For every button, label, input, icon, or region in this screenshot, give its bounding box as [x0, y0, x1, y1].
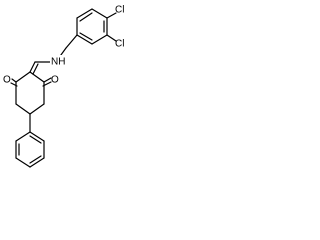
- carbonyl-right: [42, 81, 52, 87]
- phenyl-ring: [15, 131, 45, 168]
- cl-bottom-label: Cl: [115, 39, 124, 50]
- bond: [15, 103, 31, 115]
- o-right-label: O: [51, 75, 59, 86]
- bond: [29, 131, 45, 142]
- bond: [91, 8, 108, 19]
- exocyclic-double-bond: [29, 61, 36, 73]
- dichlorophenyl-ring: [76, 8, 108, 45]
- bond: [15, 157, 31, 168]
- double-bond-inner: [29, 155, 42, 164]
- bond: [15, 71, 31, 83]
- bond: [76, 8, 93, 19]
- bond: [29, 71, 45, 83]
- carbonyl-right: [43, 77, 52, 83]
- o-left-label: O: [3, 75, 11, 86]
- bond-to-cl-bottom: [106, 34, 117, 42]
- bond-to-cl-top: [106, 12, 117, 19]
- double-bond-inner: [29, 135, 42, 144]
- bond: [91, 34, 108, 45]
- bond: [29, 103, 45, 115]
- bond: [15, 131, 31, 142]
- bond: [76, 34, 93, 45]
- carbonyl-left: [10, 82, 18, 87]
- nh-label: NH: [51, 57, 65, 68]
- chemical-structure-diagram: Cl Cl NH O O: [3, 5, 124, 168]
- cl-top-label: Cl: [115, 5, 124, 16]
- carbonyl-left: [11, 78, 17, 83]
- cyclohexanedione-ring: [15, 71, 45, 115]
- bond: [29, 157, 45, 168]
- exocyclic-double-bond: [32, 63, 39, 75]
- bond-ring-ch2: [65, 34, 78, 49]
- double-bond-inner: [79, 12, 93, 22]
- double-bond-inner: [79, 32, 93, 41]
